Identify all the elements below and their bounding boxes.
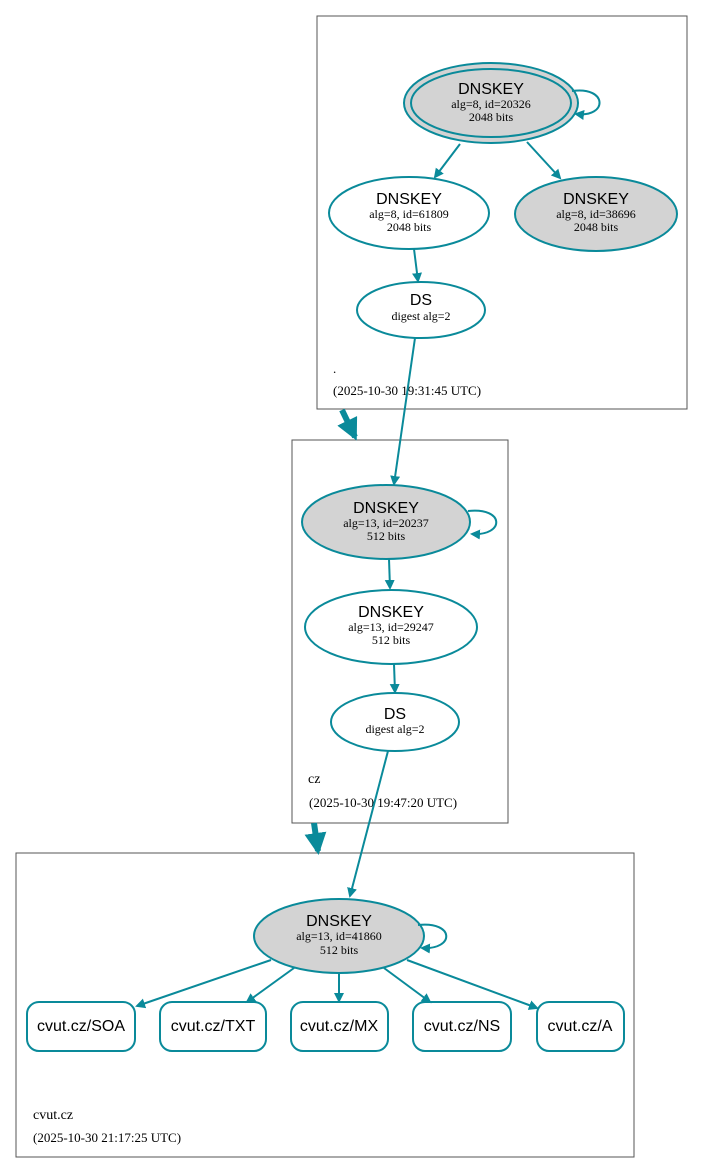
- rrset-soa-label: cvut.cz/SOA: [37, 1018, 125, 1035]
- cz-ds-line1: digest alg=2: [365, 722, 424, 736]
- cz-zsk-title: DNSKEY: [358, 604, 424, 621]
- root-zsk-line1: alg=8, id=61809: [369, 207, 449, 221]
- rrset-soa: cvut.cz/SOA: [26, 1001, 136, 1052]
- root-ksk2-title: DNSKEY: [563, 191, 629, 208]
- delegation-cz-cvut: [304, 822, 327, 855]
- root-ksk-line1: alg=8, id=20326: [451, 97, 531, 111]
- zone-cvut-name: cvut.cz: [33, 1108, 73, 1123]
- rrset-txt-label: cvut.cz/TXT: [171, 1018, 256, 1035]
- rrset-mx: cvut.cz/MX: [290, 1001, 389, 1052]
- cz-ksk-title: DNSKEY: [353, 500, 419, 517]
- root-ksk2-node: DNSKEY alg=8, id=38696 2048 bits: [514, 176, 678, 252]
- edge-cvutkey-ns: [383, 967, 432, 1004]
- edge-czksk-czzsk: [384, 558, 395, 590]
- root-ksk2-line1: alg=8, id=38696: [556, 207, 636, 221]
- root-ds-node: DS digest alg=2: [356, 281, 486, 339]
- root-zsk-line2: 2048 bits: [387, 220, 432, 234]
- root-zsk-title: DNSKEY: [376, 191, 442, 208]
- cz-ksk-node: DNSKEY alg=13, id=20237 512 bits: [301, 484, 471, 560]
- cz-ksk-line1: alg=13, id=20237: [343, 516, 429, 530]
- zone-cz-name: cz: [308, 772, 320, 787]
- root-ds-title: DS: [410, 292, 432, 309]
- root-ds-line1: digest alg=2: [391, 309, 450, 323]
- cz-zsk-line2: 512 bits: [372, 633, 411, 647]
- cz-ds-title: DS: [384, 706, 406, 723]
- zone-cvut-timestamp: (2025-10-30 21:17:25 UTC): [33, 1130, 181, 1145]
- cz-ksk-self-loop: [467, 509, 498, 540]
- root-ksk-title: DNSKEY: [458, 81, 524, 98]
- delegation-root-cz: [337, 408, 358, 441]
- cz-ksk-line2: 512 bits: [367, 529, 406, 543]
- rrset-a-label: cvut.cz/A: [548, 1018, 613, 1035]
- root-ksk-line2: 2048 bits: [469, 110, 514, 124]
- edge-rootds-czksk: [390, 337, 416, 486]
- rrset-a: cvut.cz/A: [536, 1001, 625, 1052]
- zone-root-name: .: [333, 361, 336, 376]
- zone-cz-timestamp: (2025-10-30 19:47:20 UTC): [309, 795, 457, 810]
- root-ksk-node: DNSKEY alg=8, id=20326 2048 bits: [403, 62, 579, 144]
- cvut-key-line2: 512 bits: [320, 943, 359, 957]
- cvut-key-node: DNSKEY alg=13, id=41860 512 bits: [253, 898, 425, 974]
- zone-cz: cz (2025-10-30 19:47:20 UTC): [291, 439, 509, 824]
- rrset-ns: cvut.cz/NS: [412, 1001, 512, 1052]
- edge-rootzsk-rootds: [412, 248, 422, 283]
- root-ksk-self-loop: [571, 89, 601, 120]
- edge-cvutkey-a: [406, 959, 539, 1010]
- cvut-key-title: DNSKEY: [306, 913, 372, 930]
- cz-zsk-node: DNSKEY alg=13, id=29247 512 bits: [304, 589, 478, 665]
- cz-ds-node: DS digest alg=2: [330, 692, 460, 752]
- zone-root-box: [316, 15, 688, 410]
- rrset-mx-label: cvut.cz/MX: [300, 1018, 379, 1035]
- edge-czzsk-czds: [389, 663, 400, 694]
- edge-cvutkey-txt: [245, 967, 295, 1004]
- cvut-key-self-loop: [417, 923, 448, 954]
- cvut-key-line1: alg=13, id=41860: [296, 929, 382, 943]
- root-zsk-node: DNSKEY alg=8, id=61809 2048 bits: [328, 176, 490, 250]
- edge-rootksk-rootksk2: [526, 141, 562, 180]
- rrset-txt: cvut.cz/TXT: [159, 1001, 267, 1052]
- rrset-ns-label: cvut.cz/NS: [424, 1018, 500, 1035]
- root-ksk2-line2: 2048 bits: [574, 220, 619, 234]
- edge-rootksk-rootzsk: [433, 143, 461, 179]
- edge-cvutkey-soa: [135, 959, 272, 1009]
- edge-czds-cvutkey: [347, 750, 389, 898]
- cz-zsk-line1: alg=13, id=29247: [348, 620, 434, 634]
